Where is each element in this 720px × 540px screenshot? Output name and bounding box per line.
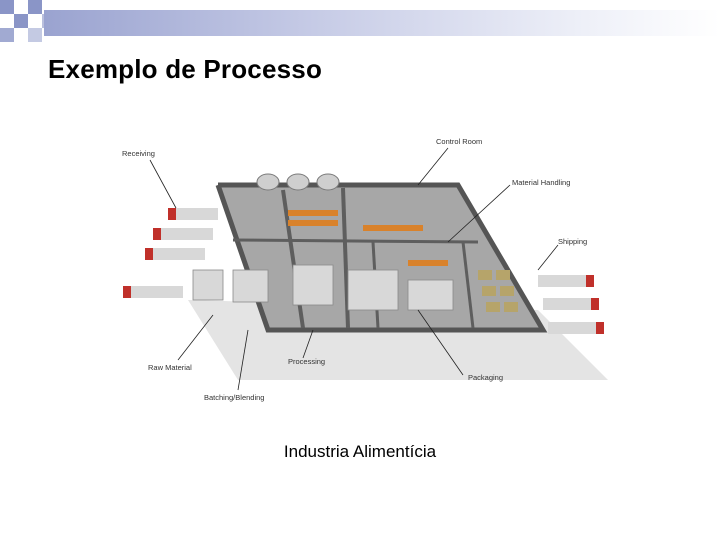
storage-tanks (256, 173, 340, 191)
food-plant-illustration: Receiving Control Room Material Handling… (122, 137, 608, 402)
shipping-trucks (538, 275, 604, 334)
label-processing: Processing (288, 357, 325, 366)
label-raw-material: Raw Material (148, 363, 192, 372)
label-receiving: Receiving (122, 149, 155, 158)
header-gradient-bar (44, 10, 720, 36)
shipping-pallets (478, 270, 518, 312)
processing-machines (192, 264, 454, 311)
receiving-trucks (123, 208, 218, 298)
label-packaging: Packaging (468, 373, 503, 382)
orange-racks (288, 210, 448, 266)
slide-title: Exemplo de Processo (48, 54, 323, 84)
label-batching: Batching/Blending (204, 393, 264, 402)
figure-caption: Industria Alimentícia (283, 442, 437, 461)
label-control-room: Control Room (436, 137, 482, 146)
label-material-handling: Material Handling (512, 178, 570, 187)
label-shipping: Shipping (558, 237, 587, 246)
